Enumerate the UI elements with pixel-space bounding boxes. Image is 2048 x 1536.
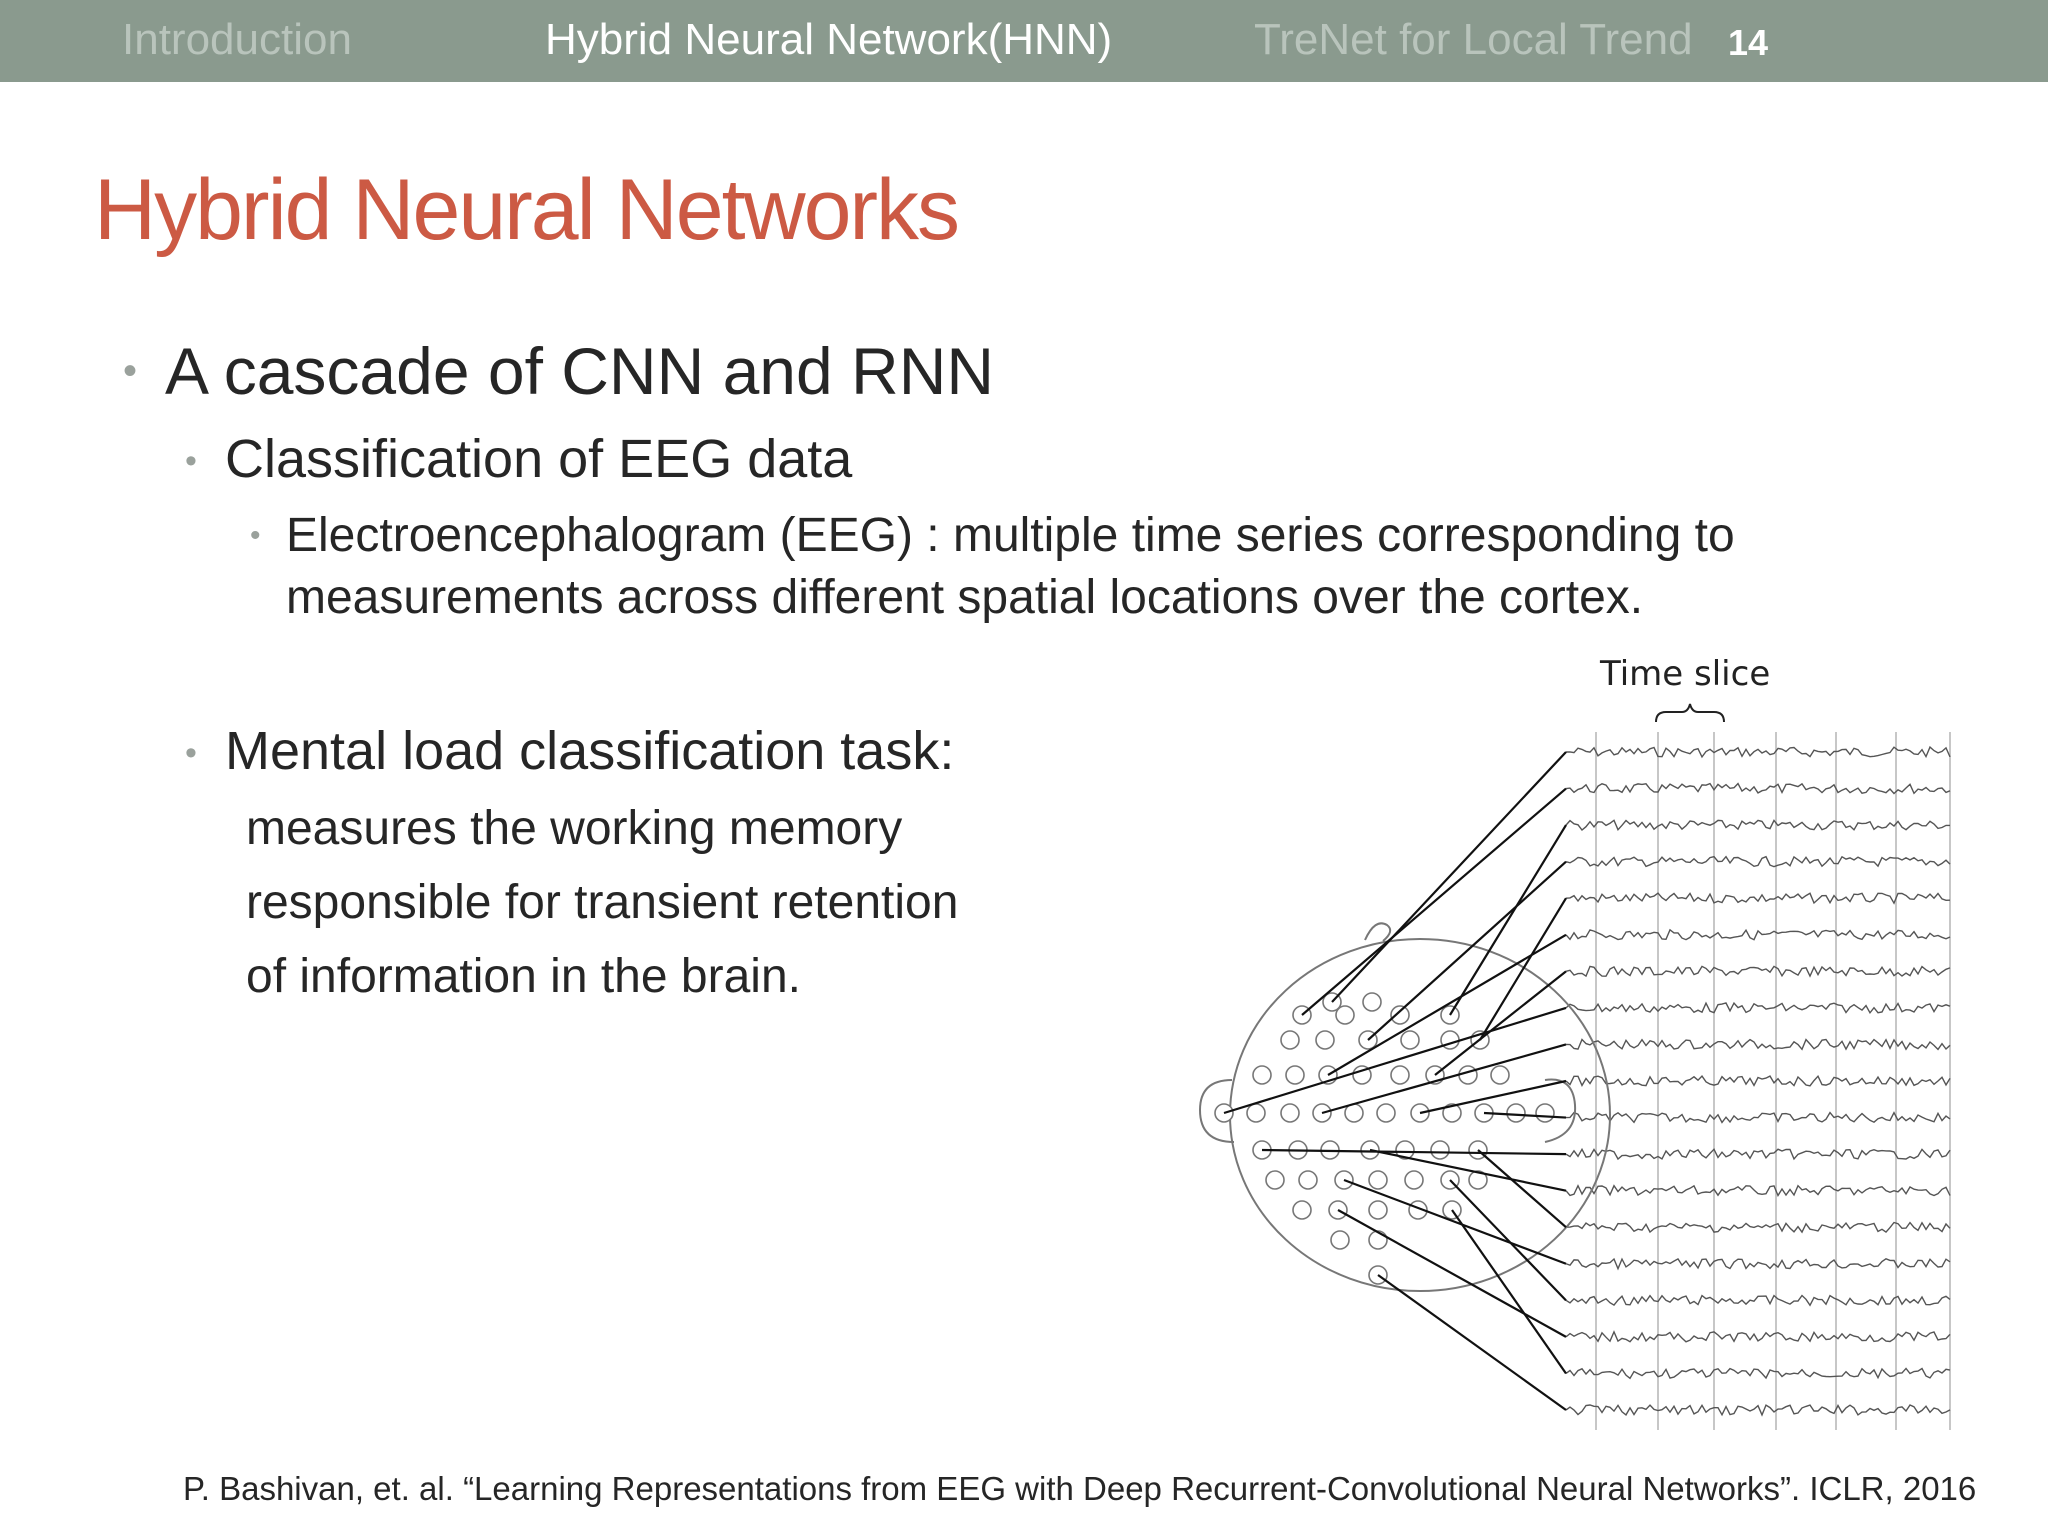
electrode-icon [1315, 1030, 1335, 1050]
electrode-icon [1298, 1170, 1318, 1190]
electrode-connector-line [1369, 1148, 1567, 1192]
eeg-trace [1565, 928, 1951, 941]
eeg-trace [1565, 1257, 1951, 1271]
eeg-trace [1565, 1330, 1951, 1343]
bullet-level2-mental-load: • Mental load classification task: [185, 720, 955, 782]
electrode-icon [1468, 1170, 1488, 1190]
electrode-icon [1442, 1103, 1462, 1123]
eeg-electrode-figure [1198, 703, 1951, 1430]
electrode-icon [1335, 1005, 1355, 1025]
bullet-dot-icon: • [123, 349, 138, 393]
citation: P. Bashivan, et. al. “Learning Represent… [183, 1470, 1977, 1507]
bullet-text: Classification of EEG data [225, 429, 853, 489]
eeg-trace [1565, 1074, 1951, 1087]
eeg-trace [1565, 782, 1951, 795]
nav-item-trenet[interactable]: TreNet for Local Trend [1254, 15, 1693, 64]
eeg-trace [1565, 1367, 1951, 1380]
eeg-trace [1565, 1184, 1951, 1198]
electrode-icon [1376, 1103, 1396, 1123]
electrode-icon [1458, 1065, 1478, 1085]
body-line: measures the working memory [246, 802, 903, 855]
electrode-connector-line [1367, 860, 1567, 1041]
eeg-trace [1565, 1294, 1951, 1307]
body-line: responsible for transient retention [246, 876, 959, 929]
electrode-icon [1368, 1170, 1388, 1190]
electrode-connector-line [1451, 1209, 1567, 1375]
nav-item-introduction[interactable]: Introduction [122, 15, 352, 64]
electrode-icon [1404, 1170, 1424, 1190]
electrode-connector-line [1343, 1178, 1567, 1265]
eeg-trace [1565, 1111, 1951, 1124]
eeg-trace [1565, 965, 1951, 978]
electrode-icon [1535, 1103, 1555, 1123]
electrode-icon [1252, 1065, 1272, 1085]
electrode-icon [1430, 1140, 1450, 1160]
electrode-icon [1390, 1065, 1410, 1085]
eeg-trace [1565, 1147, 1951, 1161]
page-number: 14 [1728, 22, 1769, 63]
electrode-connector-line [1301, 787, 1567, 1016]
bullet-text: Mental load classification task: [225, 721, 955, 781]
bullet-level2: • Classification of EEG data [185, 428, 853, 490]
electrode-connector-line [1261, 1148, 1567, 1156]
electrode-connector-line [1327, 933, 1567, 1076]
nav-item-hnn[interactable]: Hybrid Neural Network(HNN) [545, 15, 1113, 64]
electrode-connector-line [1483, 1111, 1567, 1119]
electrode-icon [1280, 1030, 1300, 1050]
electrode-icon [1352, 1065, 1372, 1085]
electrode-icon [1285, 1065, 1305, 1085]
bullet-text: Electroencephalogram (EEG) : multiple ti… [286, 509, 1735, 624]
slide-header-bar: Introduction Hybrid Neural Network(HNN) … [0, 0, 2048, 82]
electrode-icon [1368, 1200, 1388, 1220]
bullet-dot-icon: • [185, 442, 197, 480]
eeg-trace [1565, 1404, 1951, 1417]
eeg-trace [1565, 892, 1951, 905]
electrode-connector-line [1419, 1079, 1567, 1115]
time-slice-brace [1655, 703, 1725, 723]
electrode-connector-line [1321, 1043, 1567, 1115]
electrode-connector-line [1331, 751, 1567, 1003]
electrode-icon [1490, 1065, 1510, 1085]
electrode-connector-line [1477, 1149, 1567, 1229]
body-line: of information in the brain. [246, 950, 801, 1003]
eeg-trace [1565, 855, 1951, 868]
electrode-connector-line [1223, 1006, 1567, 1115]
bullet-level3: • Electroencephalogram (EEG) : multiple … [250, 505, 1866, 629]
electrode-connector-line [1449, 824, 1567, 1016]
electrode-icon [1390, 1005, 1410, 1025]
eeg-trace [1565, 819, 1950, 832]
electrode-icon [1368, 1230, 1388, 1250]
bullet-text: A cascade of CNN and RNN [165, 334, 995, 408]
slide-title: Hybrid Neural Networks [94, 162, 960, 258]
eeg-trace [1565, 1221, 1951, 1234]
eeg-trace [1565, 1038, 1951, 1051]
electrode-connector-line [1434, 970, 1567, 1076]
electrode-icon [1265, 1170, 1285, 1190]
bullet-dot-icon: • [250, 519, 261, 552]
electrode-icon [1400, 1030, 1420, 1050]
electrode-icon [1395, 1140, 1415, 1160]
bullet-level1: • A cascade of CNN and RNN [123, 333, 995, 409]
electrode-icon [1362, 992, 1382, 1012]
eeg-trace [1565, 1001, 1951, 1015]
electrode-icon [1330, 1230, 1350, 1250]
electrode-icon [1280, 1103, 1300, 1123]
electrode-connector-line [1479, 897, 1567, 1041]
bullet-dot-icon: • [185, 734, 197, 772]
eeg-trace [1565, 745, 1951, 759]
electrode-connector-line [1377, 1274, 1567, 1411]
electrode-icon [1506, 1103, 1526, 1123]
electrode-connector-line [1337, 1209, 1567, 1338]
electrode-icon [1292, 1200, 1312, 1220]
electrode-icon [1246, 1103, 1266, 1123]
time-slice-label: Time slice [1600, 654, 1771, 694]
electrode-connector-line [1449, 1179, 1567, 1302]
